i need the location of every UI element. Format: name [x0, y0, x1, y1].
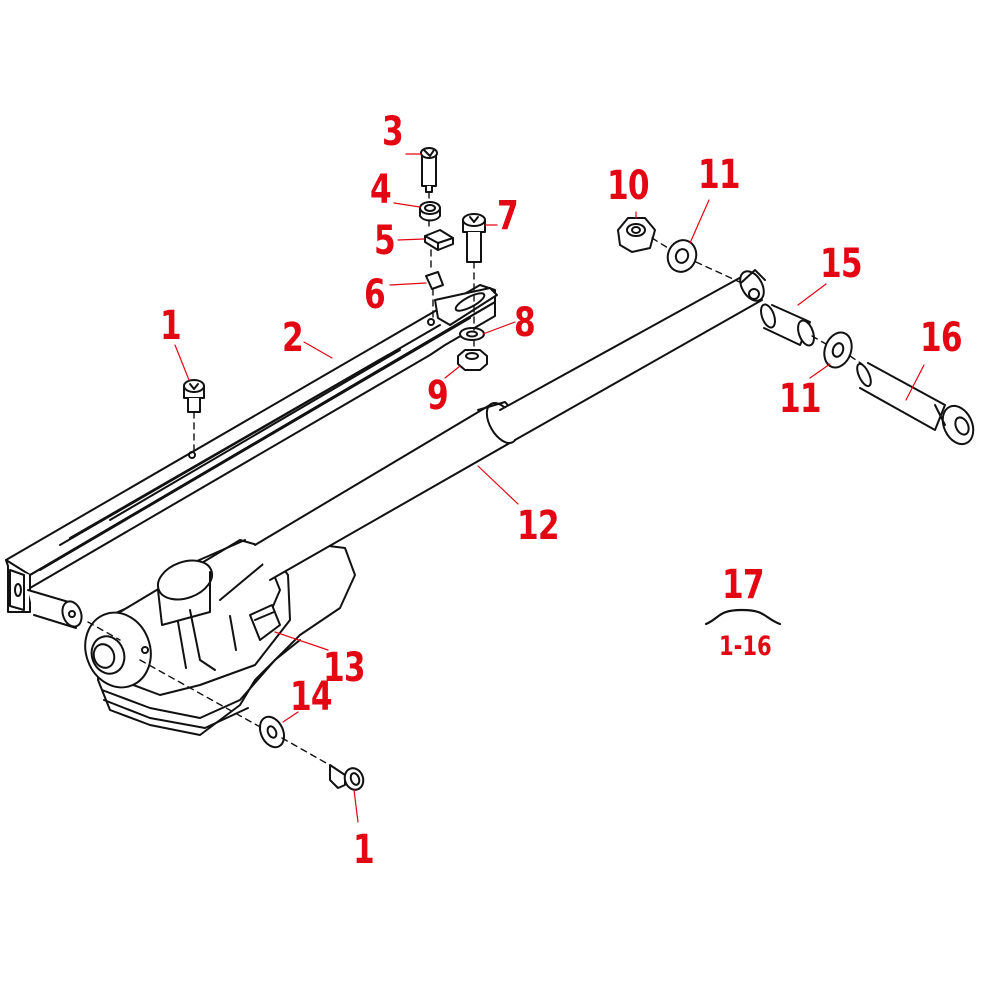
part-12-actuator-body [84, 269, 766, 736]
callout-part-1-bottom: 1 [353, 827, 375, 873]
kit-range-label: 1-16 [719, 631, 772, 662]
part-4-nut [419, 201, 441, 222]
callout-part-4: 4 [370, 167, 392, 213]
part-6-clip [425, 271, 444, 290]
part-11-washer-bottom [823, 331, 853, 369]
assembly-axes [87, 191, 863, 769]
callout-part-2: 2 [282, 315, 304, 361]
part-3-screw [420, 147, 438, 193]
part-15-bushing [760, 303, 815, 347]
part-11-washer-top [666, 239, 698, 273]
part-5-block [424, 229, 454, 251]
kit-brace [704, 608, 782, 626]
callout-part-16: 16 [920, 315, 963, 361]
part-10-hex-nut [617, 217, 656, 253]
callout-part-9: 9 [427, 373, 449, 419]
callout-part-7: 7 [497, 193, 519, 239]
rear-mount-pin [27, 589, 83, 629]
callout-part-14: 14 [290, 674, 333, 720]
part-14-washer [258, 715, 286, 749]
callout-part-10: 10 [607, 163, 650, 209]
callout-part-11-top: 11 [698, 152, 741, 198]
callout-part-15: 15 [820, 241, 863, 287]
callout-part-5: 5 [374, 218, 396, 264]
callout-part-12: 12 [517, 503, 560, 549]
callout-part-11-bottom: 11 [779, 376, 822, 422]
callout-part-3: 3 [382, 109, 404, 155]
callout-kit-17: 17 [722, 562, 765, 608]
part-16-long-bolt [856, 362, 975, 446]
part-9-nut [457, 349, 488, 371]
part-1-screw-top [183, 379, 205, 413]
callout-part-1-top: 1 [160, 303, 182, 349]
callout-part-8: 8 [514, 300, 536, 346]
callout-part-13: 13 [323, 645, 366, 691]
callout-leaders [174, 153, 925, 823]
part-1-screw-bottom [329, 764, 365, 791]
part-8-washer [459, 327, 485, 341]
part-2-bracket-rail [5, 284, 498, 613]
part-7-bolt [462, 213, 486, 263]
callout-part-6: 6 [364, 272, 386, 318]
